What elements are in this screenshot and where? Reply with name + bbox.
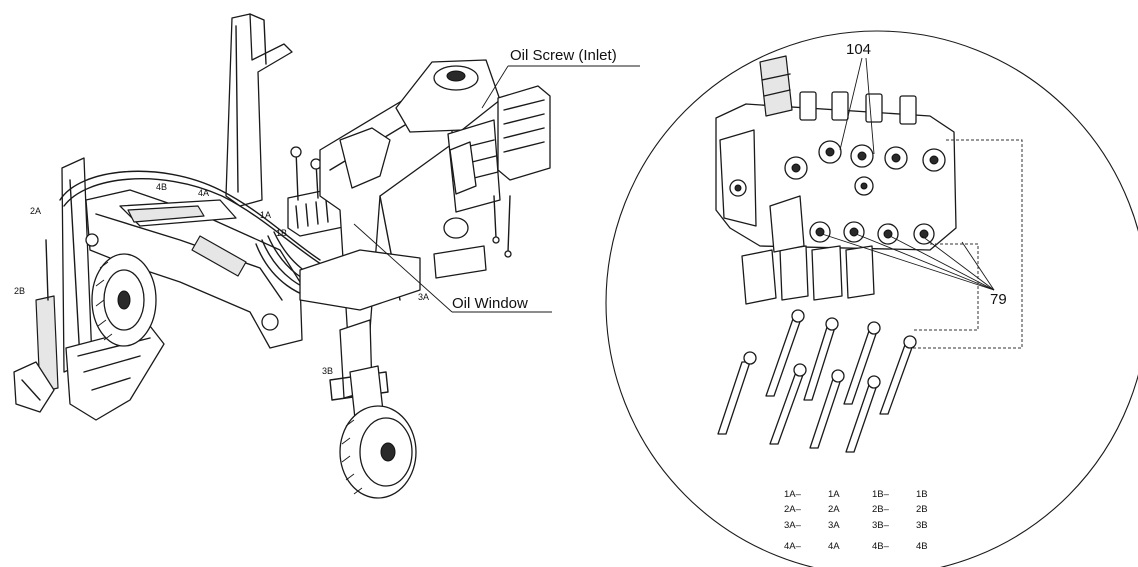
legend-cell: 2B — [916, 504, 928, 515]
legend-cell: 3B– — [872, 520, 890, 531]
hose-tag-1a: 1A — [260, 210, 271, 220]
hose-tag-3a: 3A — [418, 292, 429, 302]
oil-window-callout: Oil Window — [452, 295, 528, 312]
hose-tag-2a: 2A — [30, 206, 41, 216]
hose-tag-2b: 2B — [14, 286, 25, 296]
legend-cell: 3A — [828, 520, 840, 531]
engine — [395, 59, 551, 258]
part-number-79: 79 — [990, 291, 1007, 308]
hydraulic-cylinders — [35, 205, 247, 393]
dashed-connectors — [908, 139, 1023, 349]
boom-arm — [61, 157, 303, 373]
valve-body — [715, 55, 957, 305]
left-tire — [91, 253, 157, 347]
legend-cell: 1A — [828, 489, 840, 500]
part-number-104: 104 — [846, 41, 871, 58]
hose-legend: 1A– 1A 1B– 1B 2A– 2A 2B– 2B 3A– 3A 3B– 3B 4A– 4A 4B– 4B — [784, 489, 928, 552]
legend-cell: 1A– — [784, 489, 802, 500]
legend-cell: 1B– — [872, 489, 890, 500]
fittings-lower — [809, 221, 935, 245]
fittings-upper — [784, 140, 946, 196]
transport-tire — [339, 365, 417, 499]
legend-cell: 3A– — [784, 520, 802, 531]
hose-tag-4b: 4B — [156, 182, 167, 192]
mast-post — [225, 13, 293, 207]
legend-cell: 1B — [916, 489, 928, 500]
valve-detail-view — [605, 30, 1138, 567]
legend-cell: 2A — [828, 504, 840, 515]
legend-cell: 2A– — [784, 504, 802, 515]
legend-cell: 4B — [916, 541, 928, 552]
leader-79 — [821, 233, 995, 291]
callout-leaders — [353, 65, 640, 313]
legend-cell: 4B– — [872, 541, 890, 552]
legend-cell: 2B– — [872, 504, 890, 515]
hose-tag-3b: 3B — [322, 366, 333, 376]
bucket — [13, 325, 165, 421]
main-frame — [299, 95, 487, 401]
loose-hoses — [717, 309, 917, 453]
backhoe-assembly — [13, 13, 640, 499]
hose-tag-4a: 4A — [198, 188, 209, 198]
legend-cell: 4A– — [784, 541, 802, 552]
hose-tag-1b: 1B — [276, 228, 287, 238]
legend-cell: 4A — [828, 541, 840, 552]
oil-screw-callout: Oil Screw (Inlet) — [510, 47, 617, 64]
legend-cell: 3B — [916, 520, 928, 531]
leader-104 — [839, 57, 875, 155]
